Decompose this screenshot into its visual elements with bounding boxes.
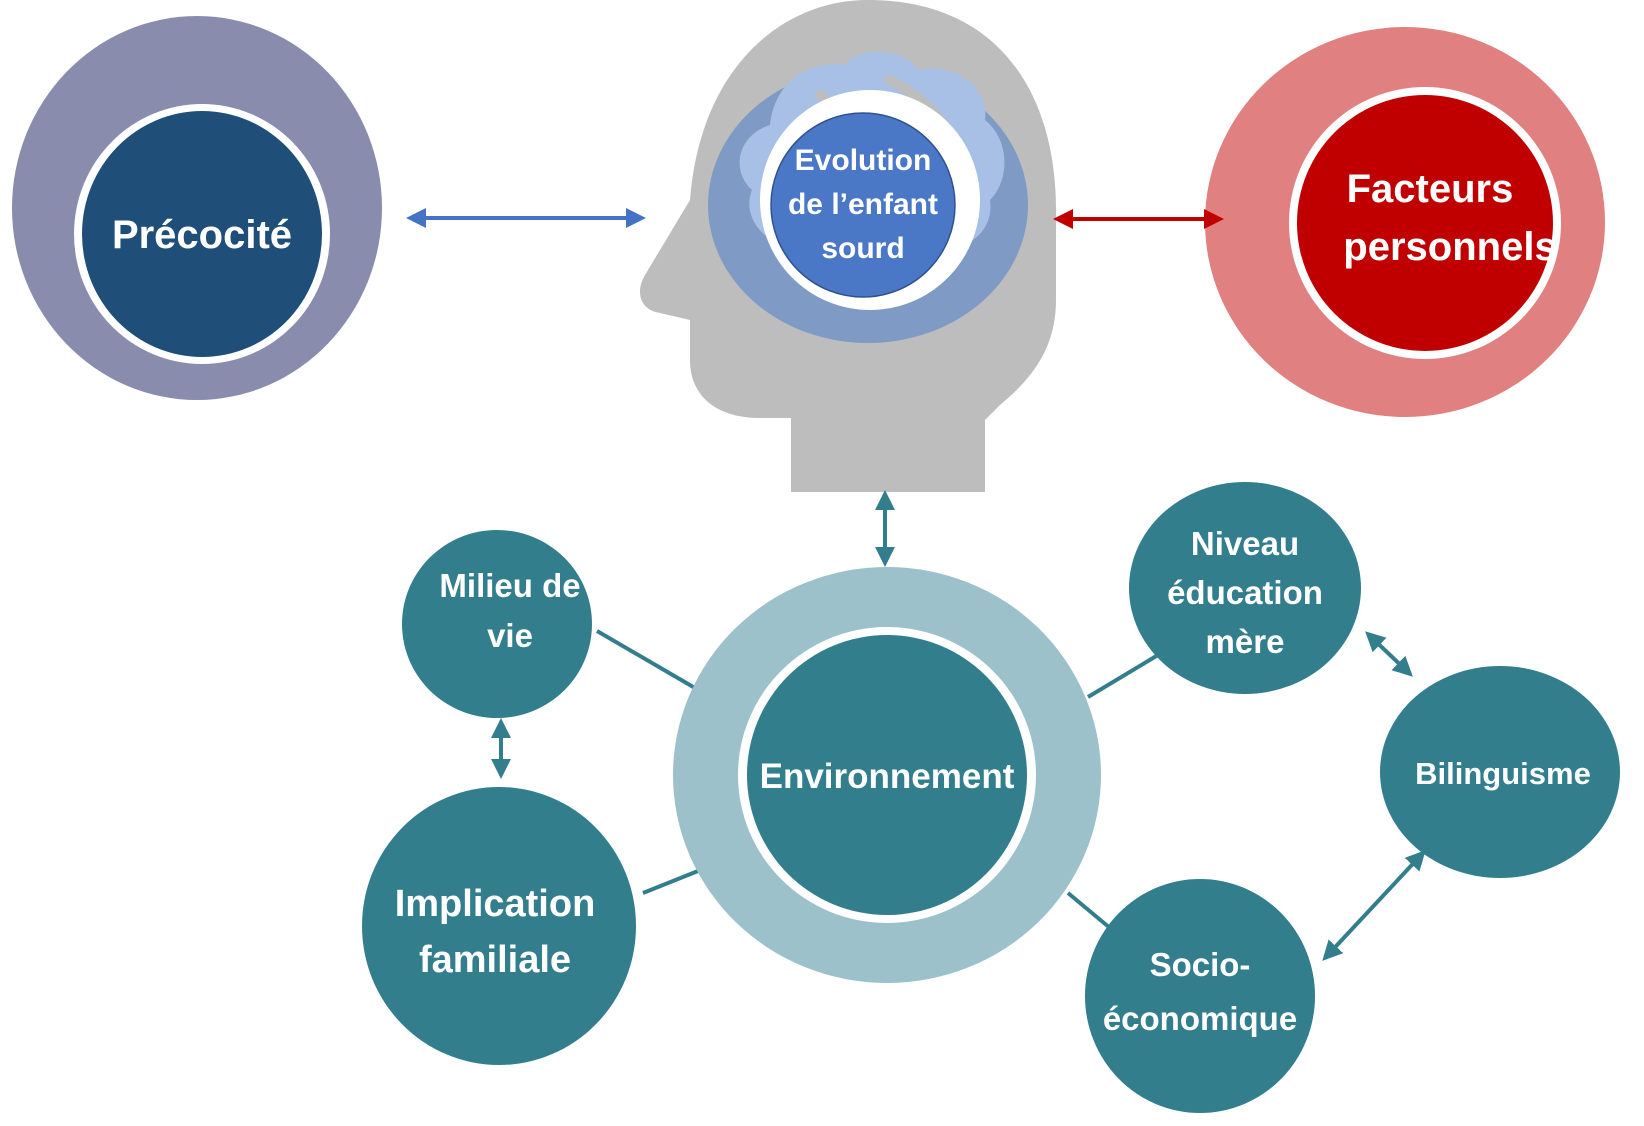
facteurs-node: Facteurs personnels xyxy=(1205,27,1605,417)
niveau-label-line1: Niveau xyxy=(1191,525,1299,562)
milieu-node: Milieu de vie xyxy=(402,530,592,718)
niveau-circle xyxy=(1129,482,1361,694)
facteurs-core xyxy=(1297,95,1553,351)
socio-label-line1: Socio- xyxy=(1150,946,1251,983)
milieu-label-line1: Milieu de xyxy=(439,567,580,604)
implication-circle xyxy=(362,787,636,1065)
evolution-label-line2: de l’enfant xyxy=(788,188,938,221)
connector-socio-env xyxy=(1066,891,1112,930)
connector-implication-env xyxy=(642,867,704,895)
bilinguisme-node: Bilinguisme xyxy=(1380,666,1620,878)
environnement-label: Environnement xyxy=(760,757,1015,796)
bilinguisme-label: Bilinguisme xyxy=(1415,756,1591,791)
socio-circle xyxy=(1085,879,1315,1113)
socio-node: Socio- économique xyxy=(1085,879,1315,1113)
environnement-node: Environnement xyxy=(673,567,1101,983)
connector-milieu-env xyxy=(595,629,697,690)
niveau-label-line3: mère xyxy=(1206,623,1285,660)
precocite-label: Précocité xyxy=(112,213,292,257)
evolution-label-line1: Evolution xyxy=(795,144,932,177)
arrow-niveau-bilinguisme xyxy=(1365,631,1413,677)
evolution-label-line3: sourd xyxy=(821,232,904,265)
milieu-circle xyxy=(402,530,592,718)
milieu-label-line2: vie xyxy=(487,617,533,654)
environnement-core xyxy=(747,635,1027,915)
evolution-core xyxy=(770,112,956,298)
implication-label-line1: Implication xyxy=(395,883,596,925)
bilinguisme-circle xyxy=(1380,666,1620,878)
implication-label-line2: familiale xyxy=(419,939,571,981)
precocite-node: Précocité xyxy=(12,16,382,400)
facteurs-label-line2: personnels xyxy=(1343,225,1556,269)
evolution-node: Evolution de l’enfant sourd xyxy=(708,51,1028,343)
implication-node: Implication familiale xyxy=(362,787,636,1065)
arrow-bilinguisme-socio xyxy=(1322,850,1426,961)
niveau-node: Niveau éducation mère xyxy=(1129,482,1361,694)
facteurs-label-line1: Facteurs xyxy=(1347,167,1514,211)
connector-niveau-env xyxy=(1086,653,1160,699)
socio-label-line2: économique xyxy=(1103,1000,1297,1037)
niveau-label-line2: éducation xyxy=(1167,574,1323,611)
precocite-core xyxy=(82,111,322,357)
